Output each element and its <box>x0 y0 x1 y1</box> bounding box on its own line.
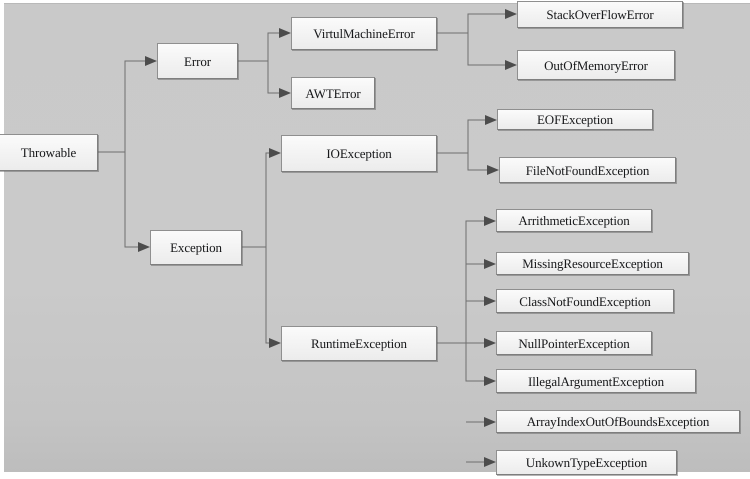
node-exception[interactable]: Exception <box>150 230 242 265</box>
node-throwable[interactable]: Throwable <box>0 134 98 171</box>
arrowhead-stackoverflowerror <box>505 9 517 19</box>
node-nullpointerexception[interactable]: NullPointerException <box>496 331 652 355</box>
edge-throwable-exception <box>124 152 145 248</box>
node-exception-label: Exception <box>170 240 222 255</box>
node-illegalargumentexception-label: IllegalArgumentException <box>528 373 664 389</box>
arrowhead-error <box>145 56 157 66</box>
arrowhead-group <box>138 9 517 467</box>
node-eofexception[interactable]: EOFException <box>497 109 653 130</box>
node-missingresourceexception-label: MissingResourceException <box>522 256 663 271</box>
edge-exception-runtimeexception <box>265 247 276 344</box>
node-classnotfoundexception-label: ClassNotFoundException <box>519 293 651 309</box>
node-filenotfoundexception-label: FileNotFoundException <box>525 162 650 178</box>
node-stackoverflowerror-label: StackOverFlowError <box>546 7 654 22</box>
node-arrithmeticexception[interactable]: ArrithmeticException <box>496 209 652 232</box>
edge-ioexception-eofexception <box>437 119 492 154</box>
node-awterror-label: AWTError <box>305 85 361 101</box>
node-unkowntypeexception-label: UnkownTypeException <box>525 455 648 470</box>
arrowhead-nullpointerexception <box>484 338 496 348</box>
node-filenotfoundexception[interactable]: FileNotFoundException <box>499 157 676 183</box>
node-arrithmeticexception-label: ArrithmeticException <box>518 213 630 228</box>
node-throwable-label: Throwable <box>20 145 77 160</box>
arrowhead-runtimeexception <box>269 338 281 348</box>
edge-ioexception-filenotfoundexception <box>467 153 492 171</box>
node-arrayindexoutofboundsexception[interactable]: ArrayIndexOutOfBoundsException <box>496 410 740 433</box>
arrowhead-awterror <box>279 88 291 98</box>
edge-throwable-error <box>98 60 152 153</box>
edge-error-virtulmachineerror <box>238 32 286 62</box>
arrowhead-unkowntypeexception <box>484 457 496 467</box>
node-missingresourceexception[interactable]: MissingResourceException <box>496 252 689 275</box>
node-runtimeexception[interactable]: RuntimeException <box>281 326 437 361</box>
node-ioexception[interactable]: IOException <box>281 135 437 172</box>
arrowhead-filenotfoundexception <box>487 165 499 175</box>
node-runtimeexception-label: RuntimeException <box>311 336 407 351</box>
arrowhead-missingresourceexception <box>484 259 496 269</box>
edge-runtime-illegalargumentexception <box>465 343 491 382</box>
node-unkowntypeexception[interactable]: UnkownTypeException <box>496 450 677 475</box>
node-error[interactable]: Error <box>157 43 238 79</box>
node-illegalargumentexception[interactable]: IllegalArgumentException <box>496 369 696 393</box>
edge-error-awterror <box>267 61 286 94</box>
node-classnotfoundexception[interactable]: ClassNotFoundException <box>496 289 674 313</box>
arrowhead-arrayindexoutofboundsexception <box>484 417 496 427</box>
edge-vme-outofmemoryerror <box>467 33 512 66</box>
node-arrayindexoutofboundsexception-label: ArrayIndexOutOfBoundsException <box>526 414 710 429</box>
arrowhead-arrithmeticexception <box>484 216 496 226</box>
node-virtulmachineerror-label: VirtulMachineError <box>313 26 415 41</box>
node-virtulmachineerror[interactable]: VirtulMachineError <box>291 17 437 50</box>
arrowhead-ioexception <box>269 148 281 158</box>
edge-runtime-arrithmeticexception <box>465 220 491 343</box>
node-ioexception-label: IOException <box>326 146 392 161</box>
arrowhead-outofmemoryerror <box>505 60 517 70</box>
arrowhead-exception <box>138 242 150 252</box>
diagram-background <box>4 3 750 472</box>
edge-exception-ioexception <box>242 152 276 248</box>
node-nullpointerexception-label: NullPointerException <box>518 335 630 351</box>
edge-vme-stackoverflowerror <box>437 13 512 34</box>
node-awterror[interactable]: AWTError <box>291 77 375 109</box>
node-outofmemoryerror-label: OutOfMemoryError <box>544 57 648 73</box>
node-eofexception-label: EOFException <box>536 112 614 127</box>
node-outofmemoryerror[interactable]: OutOfMemoryError <box>517 50 675 80</box>
node-error-label: Error <box>184 53 211 69</box>
arrowhead-virtulmachineerror <box>279 28 291 38</box>
arrowhead-eofexception <box>485 115 497 125</box>
arrowhead-classnotfoundexception <box>484 296 496 306</box>
arrowhead-illegalargumentexception <box>484 376 496 386</box>
node-stackoverflowerror[interactable]: StackOverFlowError <box>517 1 683 28</box>
